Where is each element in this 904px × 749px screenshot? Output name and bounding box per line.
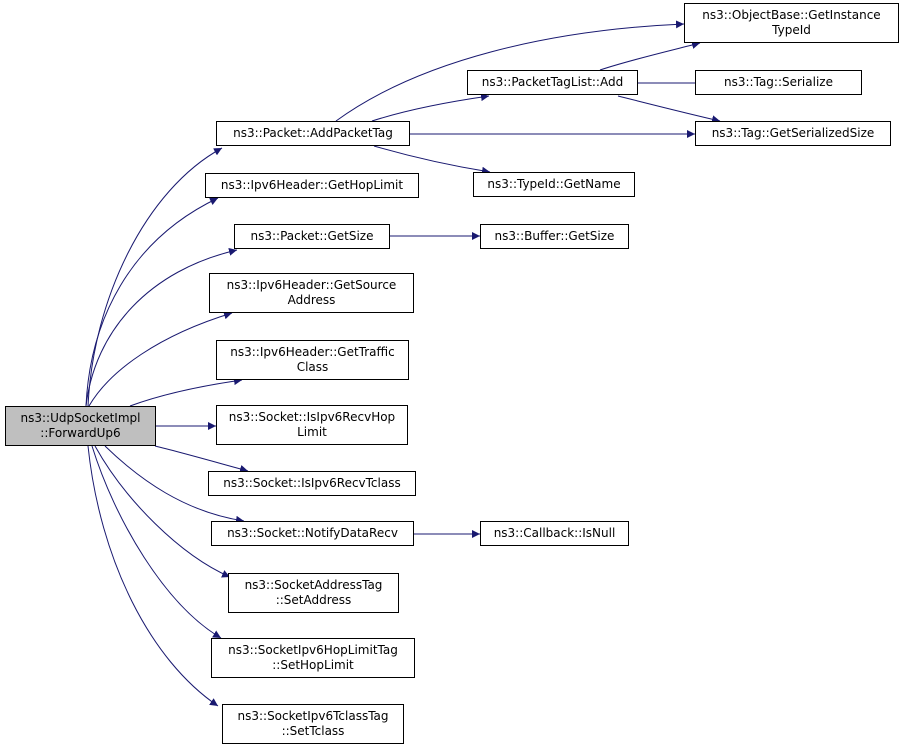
- node-label-line: ns3::Ipv6Header::GetSource: [226, 278, 397, 292]
- node-label-line: ns3::Tag::GetSerializedSize: [711, 126, 875, 140]
- edge-root-to-notify-data-recv: [104, 445, 245, 524]
- node-label-line: ns3::Ipv6Header::GetHopLimit: [220, 178, 404, 192]
- edge-add-packet-tag-to-get-instance-type-id: [335, 20, 685, 122]
- node-label-line: Class: [296, 360, 329, 374]
- edge-root-to-get-hop-limit: [85, 197, 219, 407]
- node-set-tclass[interactable]: ns3::SocketIpv6TclassTag::SetTclass: [222, 704, 404, 744]
- node-label-line: Limit: [297, 425, 327, 439]
- node-label-line: ns3::ObjectBase::GetInstance: [702, 8, 881, 22]
- node-label-line: ::SetTclass: [281, 724, 345, 738]
- node-packet-get-size[interactable]: ns3::Packet::GetSize: [234, 224, 390, 249]
- edge-root-to-get-traffic-class: [129, 377, 243, 407]
- node-type-id-get-name[interactable]: ns3::TypeId::GetName: [473, 172, 635, 197]
- edge-root-to-get-source-address: [88, 311, 233, 407]
- node-label-line: ns3::Packet::AddPacketTag: [233, 126, 393, 140]
- edge-root-to-set-tclass: [87, 445, 219, 707]
- edge-packet-tag-list-add-to-tag-get-serialized-size: [617, 95, 721, 124]
- edge-root-to-set-hop-limit: [91, 445, 222, 639]
- node-label-line: ::ForwardUp6: [40, 426, 121, 440]
- node-label-line: ns3::UdpSocketImpl: [20, 411, 141, 425]
- node-set-hop-limit[interactable]: ns3::SocketIpv6HopLimitTag::SetHopLimit: [211, 638, 415, 678]
- node-label-line: ns3::Tag::Serialize: [724, 75, 833, 89]
- node-is-ipv6-recv-tclass[interactable]: ns3::Socket::IsIpv6RecvTclass: [208, 471, 416, 496]
- edge-root-to-is-ipv6-recv-tclass: [154, 445, 249, 473]
- node-label-line: ns3::TypeId::GetName: [487, 177, 621, 191]
- node-tag-get-serialized-size[interactable]: ns3::Tag::GetSerializedSize: [695, 121, 891, 146]
- node-label-line: ns3::SocketIpv6TclassTag: [237, 709, 389, 723]
- node-label-line: ns3::Packet::GetSize: [250, 229, 374, 243]
- node-label-line: ns3::Socket::IsIpv6RecvHop: [228, 410, 396, 424]
- node-label-line: ns3::Callback::IsNull: [493, 526, 616, 540]
- node-label-line: ns3::SocketAddressTag: [244, 578, 383, 592]
- edge-packet-tag-list-add-to-get-instance-type-id: [599, 41, 701, 71]
- edge-root-to-set-address: [94, 445, 231, 578]
- node-packet-tag-list-add[interactable]: ns3::PacketTagList::Add: [467, 70, 638, 95]
- node-label-line: ns3::Socket::IsIpv6RecvTclass: [223, 476, 401, 490]
- edge-add-packet-tag-to-type-id-get-name: [373, 145, 491, 175]
- node-tag-serialize[interactable]: ns3::Tag::Serialize: [695, 70, 862, 95]
- node-root: ns3::UdpSocketImpl::ForwardUp6: [5, 406, 156, 446]
- node-label-line: ::SetAddress: [275, 593, 352, 607]
- node-label-line: ::SetHopLimit: [272, 658, 354, 672]
- node-notify-data-recv[interactable]: ns3::Socket::NotifyDataRecv: [211, 521, 414, 546]
- node-label-line: TypeId: [772, 23, 811, 37]
- node-set-address[interactable]: ns3::SocketAddressTag::SetAddress: [228, 573, 399, 613]
- edge-root-to-packet-get-size: [85, 247, 238, 407]
- node-add-packet-tag[interactable]: ns3::Packet::AddPacketTag: [216, 121, 410, 146]
- node-label-line: ns3::Ipv6Header::GetTraffic: [230, 345, 395, 359]
- node-buffer-get-size[interactable]: ns3::Buffer::GetSize: [480, 224, 629, 249]
- node-callback-is-null[interactable]: ns3::Callback::IsNull: [480, 521, 629, 546]
- node-label-line: ns3::Socket::NotifyDataRecv: [227, 526, 398, 540]
- edge-root-to-add-packet-tag: [87, 147, 223, 407]
- node-get-hop-limit[interactable]: ns3::Ipv6Header::GetHopLimit: [205, 173, 419, 198]
- node-label-line: ns3::SocketIpv6HopLimitTag: [228, 643, 398, 657]
- edge-add-packet-tag-to-packet-tag-list-add: [371, 93, 490, 122]
- node-label-line: ns3::PacketTagList::Add: [481, 75, 624, 89]
- node-label-line: Address: [287, 293, 336, 307]
- node-label-line: ns3::Buffer::GetSize: [494, 229, 615, 243]
